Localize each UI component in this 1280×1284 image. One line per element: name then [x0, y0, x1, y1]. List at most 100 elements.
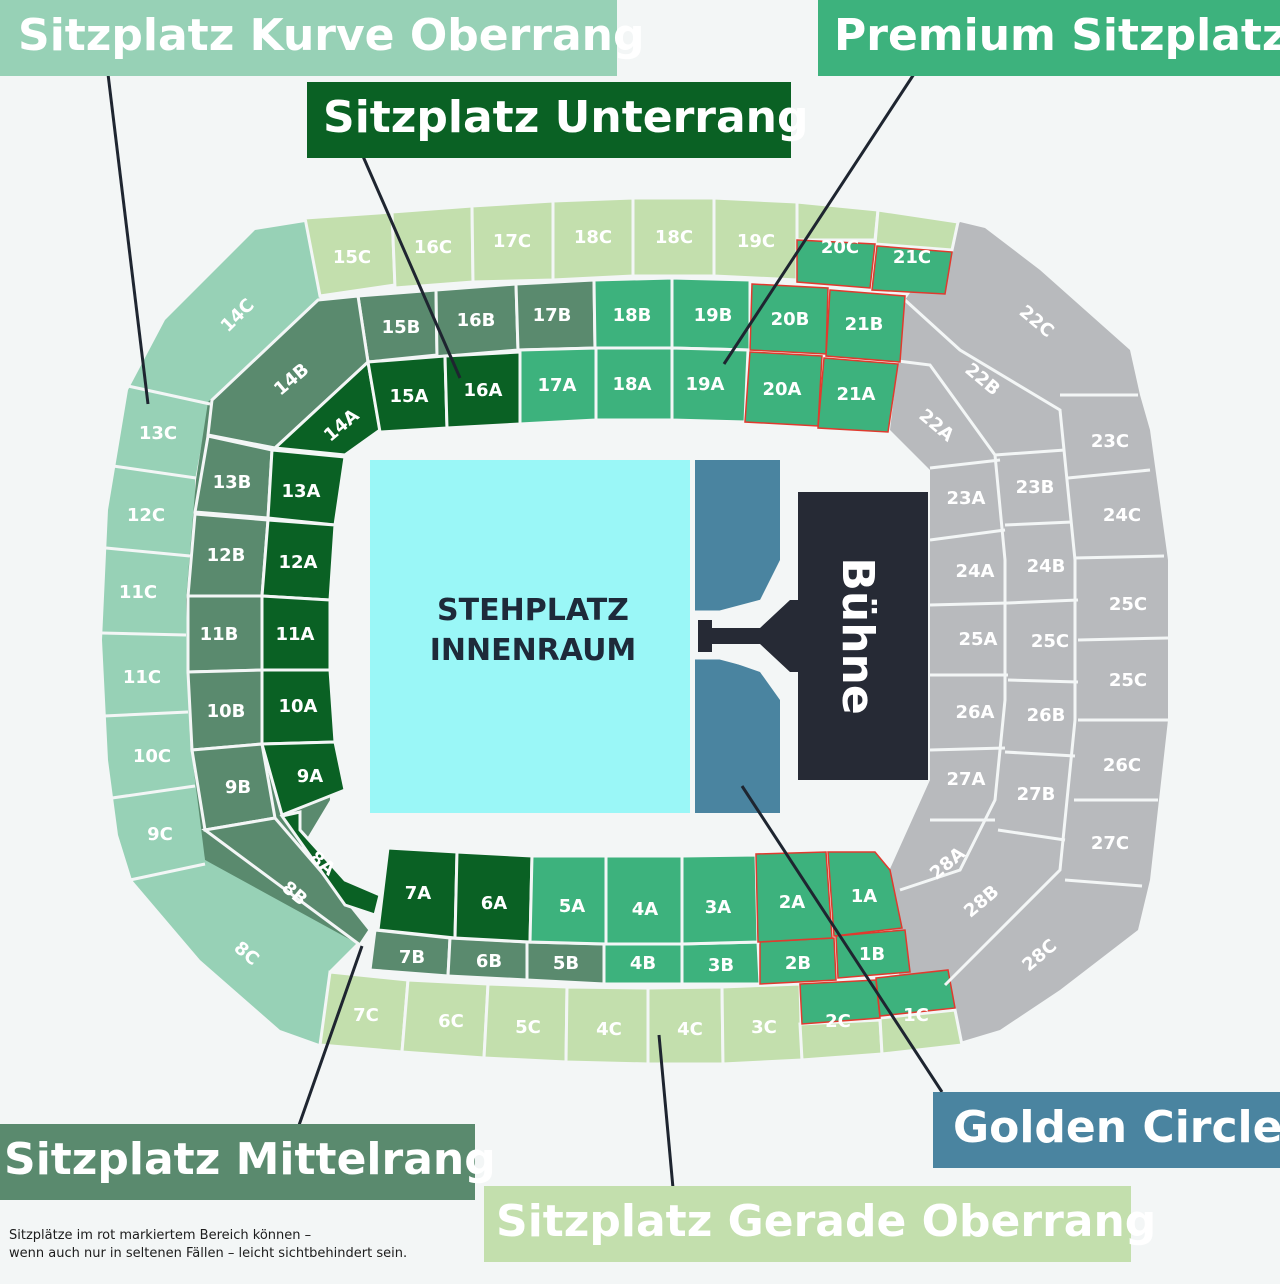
label-9b: 9B — [225, 777, 251, 798]
banner-mittelrang — [0, 1124, 475, 1200]
ring-c-bottom — [318, 970, 964, 1066]
banner-mittelrang-text: Sitzplatz Mittelrang — [4, 1134, 496, 1185]
label-4c-b: 4C — [677, 1019, 703, 1040]
label-23b: 23B — [1016, 477, 1055, 498]
label-17c: 17C — [493, 231, 531, 252]
label-19a: 19A — [686, 374, 725, 395]
label-7c: 7C — [353, 1005, 379, 1026]
footnote-line2: wenn auch nur in seltenen Fällen – leich… — [9, 1246, 407, 1261]
label-25a: 25A — [959, 629, 998, 650]
ring-c-right — [889, 298, 1169, 987]
section-21a[interactable] — [817, 357, 899, 433]
ring-b-top-premium — [749, 283, 906, 363]
ring-a-left — [260, 448, 382, 917]
callout-golden-circle — [740, 785, 944, 1093]
stehplatz-label-line2: INNENRAUM — [430, 633, 637, 668]
catwalk-outline — [690, 559, 797, 711]
section-21c-bg — [873, 208, 960, 252]
callout-kurve-oberrang — [106, 73, 150, 405]
label-24c: 24C — [1103, 505, 1141, 526]
label-4b: 4B — [630, 953, 656, 974]
label-16b: 16B — [457, 310, 496, 331]
label-16a: 16A — [464, 380, 503, 401]
section-20c[interactable] — [796, 239, 876, 289]
label-13b: 13B — [213, 472, 252, 493]
label-10b: 10B — [207, 701, 246, 722]
label-15a: 15A — [390, 386, 429, 407]
label-6b: 6B — [476, 951, 502, 972]
label-7b: 7B — [399, 947, 425, 968]
golden-circle-area[interactable] — [695, 460, 780, 813]
ring-b-top — [356, 276, 752, 364]
buehne-stage[interactable] — [798, 492, 928, 780]
label-6a: 6A — [481, 893, 508, 914]
label-5b: 5B — [553, 953, 579, 974]
label-21c: 21C — [893, 247, 931, 268]
label-13c: 13C — [139, 423, 177, 444]
stehplatz-label-line1: STEHPLATZ — [437, 593, 629, 628]
label-4c-a: 4C — [596, 1019, 622, 1040]
stehplatz-innenraum-area[interactable] — [370, 460, 690, 813]
label-9c: 9C — [147, 824, 173, 845]
label-20c: 20C — [821, 237, 859, 258]
banner-gerade-oberrang-text: Sitzplatz Gerade Oberrang — [496, 1196, 1156, 1247]
section-21c[interactable] — [871, 245, 953, 295]
label-18a: 18A — [613, 374, 652, 395]
label-20a: 20A — [763, 379, 802, 400]
label-23a: 23A — [947, 488, 986, 509]
banner-unterrang-text: Sitzplatz Unterrang — [323, 92, 808, 143]
section-1b[interactable] — [835, 929, 911, 979]
label-18c-b: 18C — [655, 227, 693, 248]
label-25c-a: 25C — [1109, 594, 1147, 615]
ring-a-bottom — [376, 846, 760, 946]
ring-c-bottom-premium — [799, 969, 956, 1025]
label-7a: 7A — [405, 883, 432, 904]
label-2b: 2B — [785, 953, 811, 974]
ring-a-bottom-premium — [755, 851, 903, 943]
label-2a: 2A — [779, 892, 806, 913]
label-24b: 24B — [1027, 556, 1066, 577]
label-25c-b: 25C — [1109, 670, 1147, 691]
section-1a[interactable] — [827, 851, 903, 937]
ring-a-top — [271, 346, 750, 457]
label-13a: 13A — [282, 481, 321, 502]
label-24a: 24A — [956, 561, 995, 582]
callout-unterrang — [360, 153, 462, 379]
label-4a: 4A — [632, 899, 659, 920]
label-26b: 26B — [1027, 705, 1066, 726]
label-3b: 3B — [708, 955, 734, 976]
banner-premium-text: Premium Sitzplatz — [834, 10, 1280, 61]
banner-kurve-oberrang-text: Sitzplatz Kurve Oberrang — [18, 10, 644, 61]
label-19b: 19B — [694, 305, 733, 326]
kurve-left-bg — [102, 222, 360, 1045]
label-12b: 12B — [207, 545, 246, 566]
label-19c: 19C — [737, 231, 775, 252]
label-18c-a: 18C — [574, 227, 612, 248]
catwalk[interactable] — [698, 600, 800, 672]
label-17a: 17A — [538, 375, 577, 396]
section-8b[interactable] — [201, 816, 372, 948]
section-2c[interactable] — [799, 979, 881, 1025]
label-27a: 27A — [947, 769, 986, 790]
gray-right-bg — [885, 222, 1168, 1042]
section-9a[interactable] — [260, 740, 347, 818]
section-21b[interactable] — [825, 289, 906, 363]
label-9a: 9A — [297, 766, 324, 787]
label-11c-b: 11C — [123, 667, 161, 688]
label-15c: 15C — [333, 247, 371, 268]
label-1c: 1C — [903, 1005, 929, 1026]
callout-gerade-oberrang — [657, 1034, 675, 1189]
label-5a: 5A — [559, 896, 586, 917]
label-10a: 10A — [279, 696, 318, 717]
label-3a: 3A — [705, 897, 732, 918]
label-17b: 17B — [533, 305, 572, 326]
banner-golden-circle-text: Golden Circle — [953, 1102, 1280, 1153]
section-8a[interactable] — [279, 810, 382, 917]
ring-b-bottom-premium — [759, 929, 911, 985]
ring-a-top-premium — [744, 351, 899, 433]
banner-premium — [818, 0, 1280, 76]
section-1c[interactable] — [875, 969, 956, 1017]
section-2a[interactable] — [755, 851, 833, 943]
section-1c-bg — [878, 1008, 964, 1056]
label-11a: 11A — [276, 624, 315, 645]
